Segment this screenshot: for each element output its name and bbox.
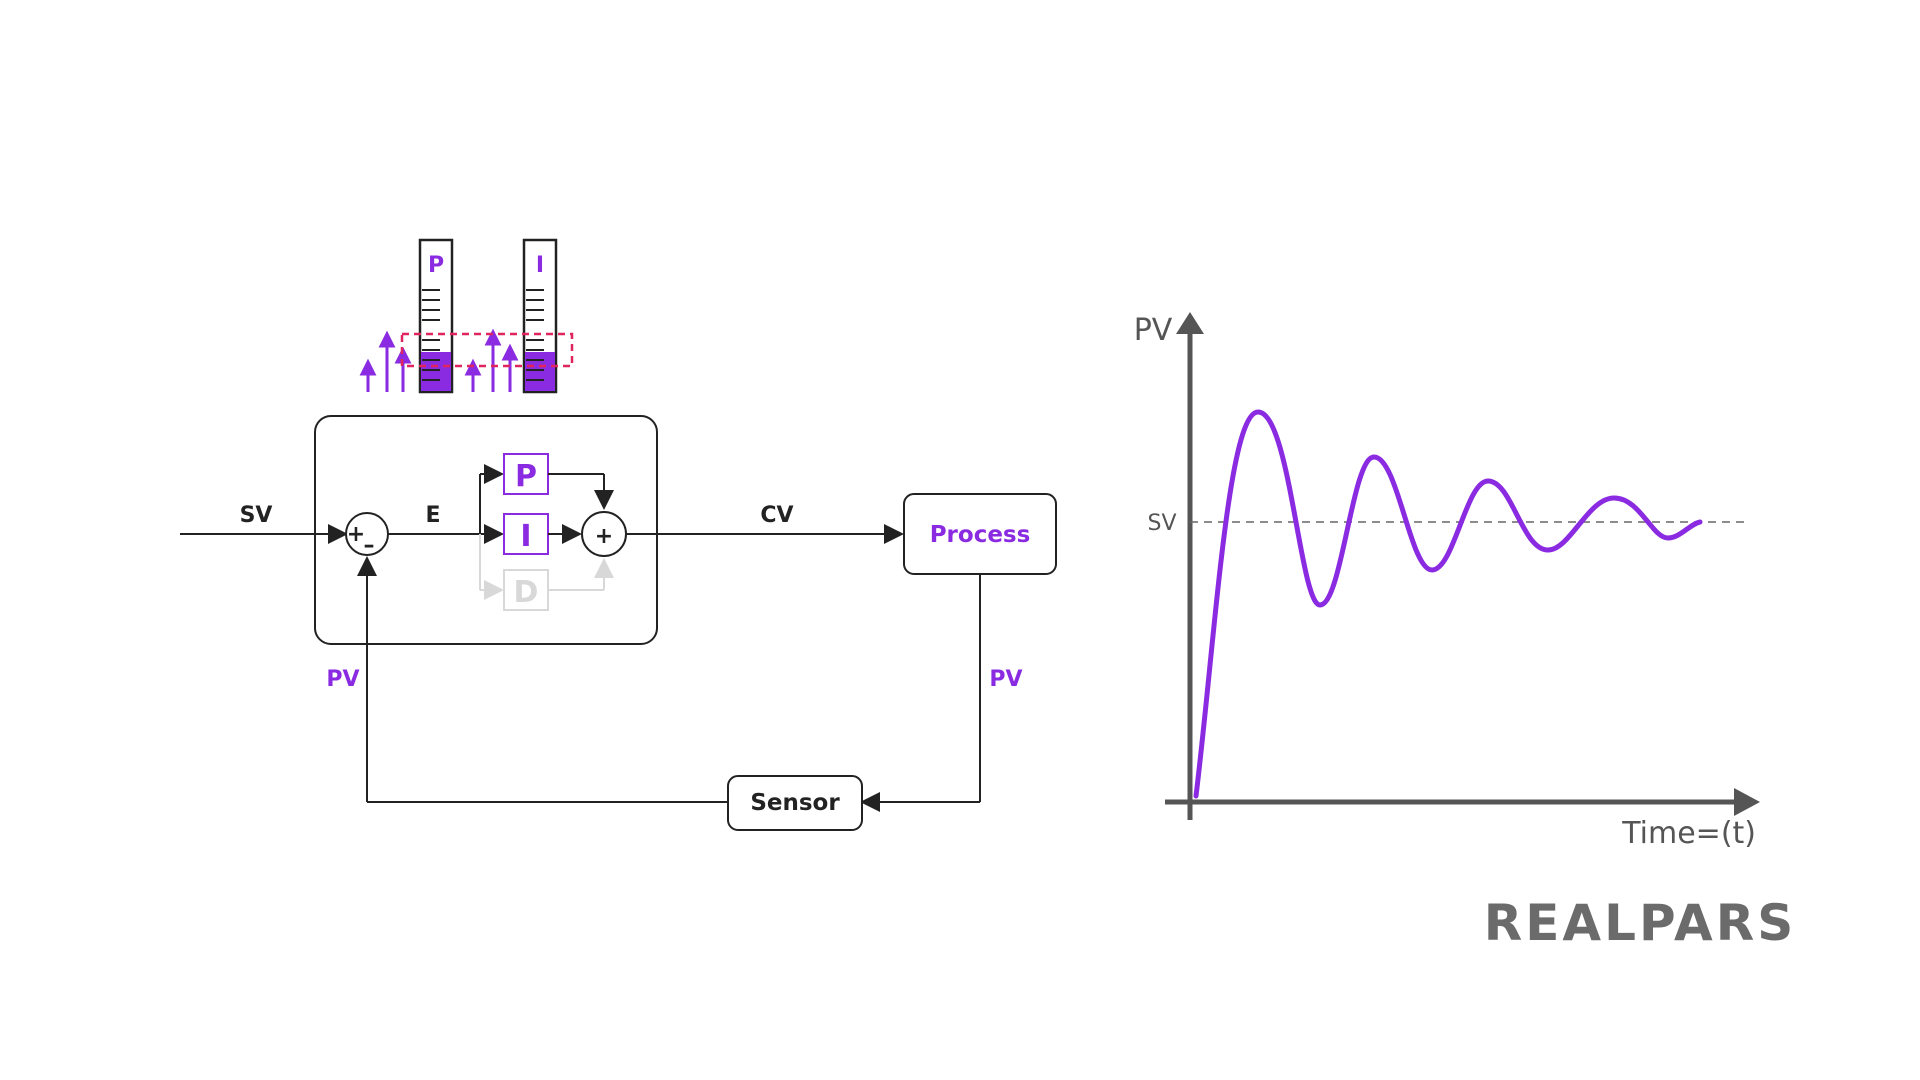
d-block-label: D <box>514 575 539 610</box>
y-axis-arrow-icon <box>1176 312 1204 334</box>
gain-gauges: P I <box>359 238 574 394</box>
process-label: Process <box>930 522 1031 548</box>
pv-response-chart: PV Time=(t) SV <box>1134 312 1760 851</box>
i-block-label: I <box>520 519 531 554</box>
i-block: I <box>503 513 549 555</box>
realpars-logo: REALPARS <box>1484 894 1796 952</box>
adder-plus-sign: + <box>595 524 613 549</box>
i-gauge-label: I <box>536 253 544 278</box>
p-gain-gauge: P <box>418 238 454 394</box>
gain-highlight-box <box>400 332 574 368</box>
minus-sign: – <box>364 533 375 558</box>
error-summing-junction: + – <box>345 512 389 558</box>
i-gain-gauge: I <box>522 238 558 394</box>
sensor-block: Sensor <box>727 775 863 831</box>
pv-feedback-label: PV <box>326 667 359 692</box>
sensor-label: Sensor <box>750 790 840 816</box>
x-axis-arrow-icon <box>1734 788 1760 816</box>
process-block: Process <box>903 493 1057 575</box>
pv-output-label: PV <box>989 667 1022 692</box>
controller-block <box>314 415 658 645</box>
error-signal-label: E <box>425 503 440 528</box>
cv-signal-label: CV <box>760 503 793 528</box>
sv-reference-label: SV <box>1147 511 1176 536</box>
plus-sign: + <box>347 522 365 547</box>
p-block: P <box>503 453 549 495</box>
output-adder: + <box>581 511 627 557</box>
x-axis-label: Time=(t) <box>1621 816 1756 851</box>
pv-response-curve <box>1193 409 1703 799</box>
d-block: D <box>503 569 549 611</box>
y-axis-label: PV <box>1134 313 1173 348</box>
sv-signal-label: SV <box>240 503 273 528</box>
p-gauge-label: P <box>428 253 444 278</box>
p-block-label: P <box>515 459 537 494</box>
